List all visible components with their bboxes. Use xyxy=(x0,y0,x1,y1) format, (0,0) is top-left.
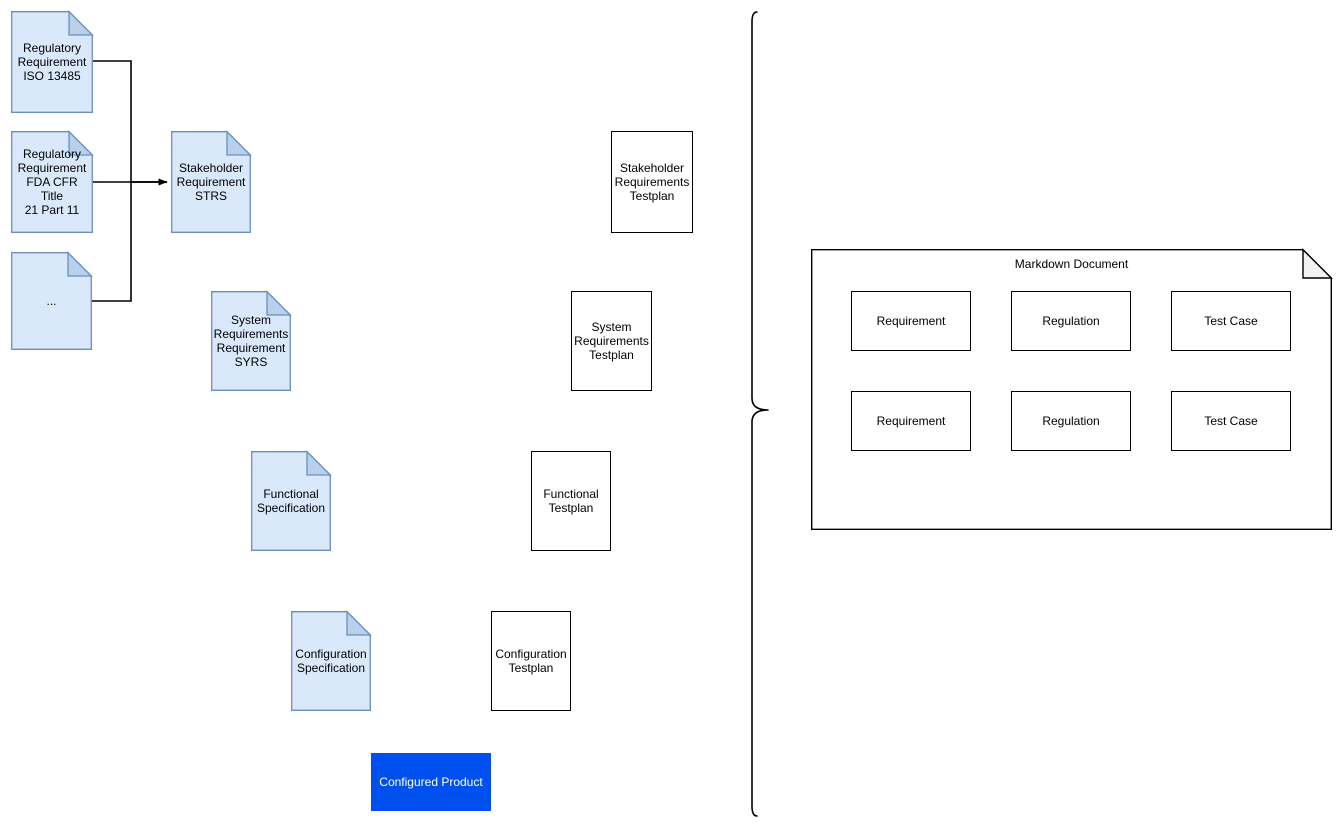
node-configured-product[interactable]: Configured Product xyxy=(371,753,491,811)
node-label: Configured Product xyxy=(379,775,483,789)
node-label: Functional Specification xyxy=(256,487,326,515)
markdown-item-test-case-1[interactable]: Test Case xyxy=(1171,291,1291,351)
item-label: Regulation xyxy=(1042,414,1100,428)
node-configuration-specification[interactable]: Configuration Specification xyxy=(291,610,372,711)
node-system-requirements-testplan[interactable]: System Requirements Testplan xyxy=(571,291,652,391)
node-reg-iso[interactable]: Regulatory Requirement ISO 13485 xyxy=(11,10,94,113)
node-strs[interactable]: Stakeholder Requirement STRS xyxy=(171,130,252,233)
item-label: Regulation xyxy=(1042,314,1100,328)
markdown-item-requirement-1[interactable]: Requirement xyxy=(851,291,971,351)
grouping-brace xyxy=(751,11,769,817)
item-label: Requirement xyxy=(876,314,946,328)
edge-iso-to-strs xyxy=(93,60,167,183)
node-reg-more[interactable]: ... xyxy=(11,251,93,350)
node-syrs[interactable]: System Requirements Requirement SYRS xyxy=(211,290,292,391)
markdown-item-regulation-2[interactable]: Regulation xyxy=(1011,391,1131,451)
node-label: System Requirements Requirement SYRS xyxy=(213,313,289,369)
node-label: Regulatory Requirement ISO 13485 xyxy=(17,41,87,83)
node-label: System Requirements Testplan xyxy=(574,320,649,362)
item-label: Test Case xyxy=(1204,414,1258,428)
edge-more-to-strs xyxy=(92,181,167,302)
item-label: Test Case xyxy=(1204,314,1258,328)
markdown-item-regulation-1[interactable]: Regulation xyxy=(1011,291,1131,351)
node-label: Functional Testplan xyxy=(543,487,599,515)
markdown-document-title: Markdown Document xyxy=(1014,257,1129,271)
node-functional-specification[interactable]: Functional Specification xyxy=(251,450,332,551)
node-stakeholder-requirements-testplan[interactable]: Stakeholder Requirements Testplan xyxy=(611,131,693,233)
markdown-item-requirement-2[interactable]: Requirement xyxy=(851,391,971,451)
node-reg-fda[interactable]: Regulatory Requirement FDA CFR Title 21 … xyxy=(11,130,94,233)
node-label: Stakeholder Requirement STRS xyxy=(176,161,246,203)
node-functional-testplan[interactable]: Functional Testplan xyxy=(531,451,611,551)
node-label: ... xyxy=(46,294,57,308)
node-configuration-testplan[interactable]: Configuration Testplan xyxy=(491,611,571,711)
node-label: Configuration Testplan xyxy=(495,647,567,675)
item-label: Requirement xyxy=(876,414,946,428)
node-label: Regulatory Requirement FDA CFR Title 21 … xyxy=(17,147,87,217)
node-label: Stakeholder Requirements Testplan xyxy=(614,161,690,203)
markdown-item-test-case-2[interactable]: Test Case xyxy=(1171,391,1291,451)
node-label: Configuration Specification xyxy=(295,647,367,675)
